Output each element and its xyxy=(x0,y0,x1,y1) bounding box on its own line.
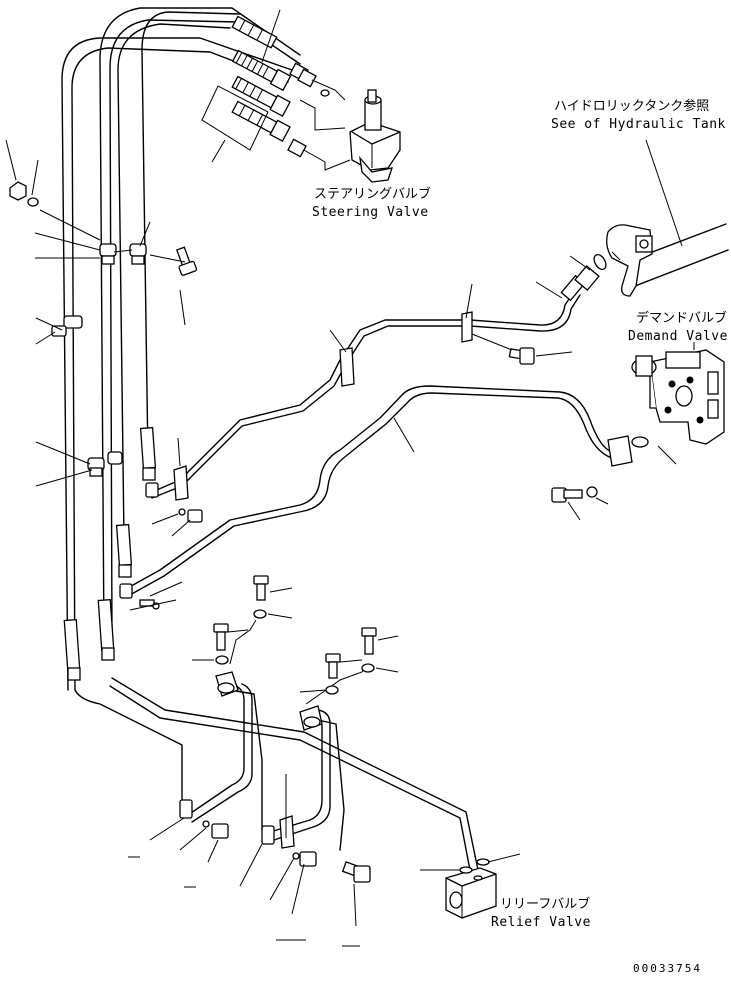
demand-valve-label-jp: デマンドバルブ xyxy=(636,311,728,326)
relief-valve-label-en: Relief Valve xyxy=(491,915,591,930)
steering-hoses xyxy=(61,7,301,691)
drawing-number: 00033754 xyxy=(633,962,702,975)
relief-valve xyxy=(420,853,521,919)
label-leaders xyxy=(611,251,621,261)
relief-valve-label-jp: リリーフバルブ xyxy=(500,897,591,912)
steering-fittings xyxy=(231,15,351,171)
leader-lines-left xyxy=(34,221,186,487)
demand-valve-label-en: Demand Valve xyxy=(628,329,728,344)
tank-connection xyxy=(606,139,729,297)
hydraulic-tank-label-en: See of Hydraulic Tank xyxy=(551,117,726,132)
leader-lines-top xyxy=(201,9,281,163)
lower-pipe xyxy=(119,385,677,599)
hose-clamps xyxy=(51,243,147,477)
demand-bolt xyxy=(551,486,609,521)
relief-bolts xyxy=(192,575,399,695)
nut-and-washer xyxy=(5,139,101,241)
upper-pipe-bolt xyxy=(471,333,573,365)
upper-pipe xyxy=(145,253,607,501)
hydraulic-tank-label-jp: ハイドロリックタンク参照 xyxy=(554,99,710,114)
bottom-parts xyxy=(128,774,371,947)
steering-valve xyxy=(349,89,401,183)
demand-valve xyxy=(631,342,725,445)
steering-valve-label-jp: ステアリングバルブ xyxy=(314,187,432,202)
relief-pipes xyxy=(74,619,479,871)
bundle-bolts xyxy=(175,246,198,326)
steering-valve-label-en: Steering Valve xyxy=(312,205,429,220)
hose-end-fittings xyxy=(63,426,157,681)
small-bolts-left xyxy=(129,508,203,611)
